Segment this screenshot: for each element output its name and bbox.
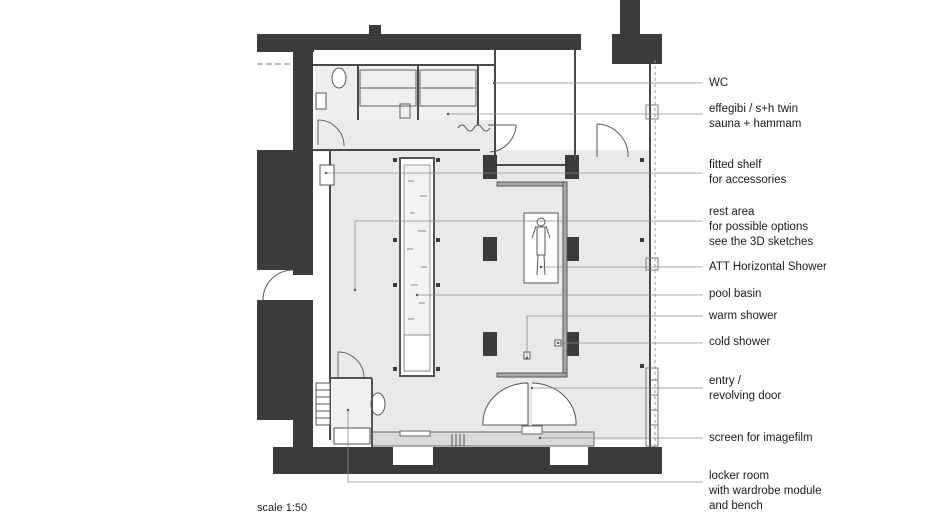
pool-inner <box>403 164 431 341</box>
sauna-door-hinge <box>457 124 491 132</box>
label-shelf: fitted shelf for accessories <box>709 158 786 188</box>
label-pool: pool basin <box>709 287 761 302</box>
pool-steps <box>403 334 431 372</box>
label-line: revolving door <box>709 390 782 402</box>
scale-label: scale 1:50 <box>257 502 308 514</box>
label-locker: locker room with wardrobe module and ben… <box>709 469 822 514</box>
label-line: for possible options <box>709 221 809 233</box>
fitted-shelf <box>319 164 335 186</box>
label-line: cold shower <box>709 336 771 348</box>
label-line: and bench <box>709 500 763 512</box>
sauna-door-swing <box>488 124 517 153</box>
label-screen: screen for imagefilm <box>709 431 813 446</box>
label-line: sauna + hammam <box>709 118 802 130</box>
person-figure <box>531 217 551 276</box>
label-line: fitted shelf <box>709 159 762 171</box>
corridor-floor <box>315 120 495 152</box>
locker-sink-icon <box>370 392 386 416</box>
label-sauna: effegibi / s+h twin sauna + hammam <box>709 102 801 132</box>
att-shower-table <box>523 212 559 284</box>
toilet-icon <box>331 67 347 89</box>
steps-icon <box>451 434 465 446</box>
pillar-markers <box>393 158 644 371</box>
screen-detail <box>521 425 543 435</box>
label-line: ATT Horizontal Shower <box>709 261 827 273</box>
locker-bench <box>333 427 371 445</box>
label-att: ATT Horizontal Shower <box>709 260 827 275</box>
label-line: entry / <box>709 375 741 387</box>
door-swing <box>596 123 629 158</box>
walls <box>257 0 662 474</box>
label-wc: WC <box>709 76 728 91</box>
leader-lines <box>326 82 703 483</box>
shower-wall <box>496 181 568 187</box>
water-pattern <box>407 180 427 320</box>
label-line: with wardrobe module <box>709 485 822 497</box>
label-line: rest area <box>709 206 755 218</box>
label-line: for accessories <box>709 174 787 186</box>
wc-door-swing <box>317 119 345 147</box>
window-niche <box>550 447 588 465</box>
window-niche <box>393 447 433 465</box>
locker-door-swing <box>337 351 365 379</box>
label-entry: entry / revolving door <box>709 374 781 404</box>
revolving-door <box>482 382 577 430</box>
sink-icon <box>315 92 327 110</box>
screen-detail <box>399 430 431 437</box>
label-warm: warm shower <box>709 309 777 324</box>
label-rest: rest area for possible options see the 3… <box>709 205 813 250</box>
leader-dots <box>324 81 560 440</box>
label-line: screen for imagefilm <box>709 432 813 444</box>
label-line: warm shower <box>709 310 778 322</box>
label-line: WC <box>709 77 729 89</box>
side-door-swing <box>262 269 294 301</box>
wardrobe-shelves <box>316 389 330 419</box>
label-line: effegibi / s+h twin <box>709 103 798 115</box>
label-line: pool basin <box>709 288 762 300</box>
facade-window <box>645 104 659 447</box>
label-cold: cold shower <box>709 335 770 350</box>
shower-wall <box>562 181 568 378</box>
shower-wall <box>496 372 568 378</box>
label-line: see the 3D sketches <box>709 236 814 248</box>
sauna-benches <box>359 69 477 119</box>
columns <box>483 237 579 356</box>
label-line: locker room <box>709 470 770 482</box>
